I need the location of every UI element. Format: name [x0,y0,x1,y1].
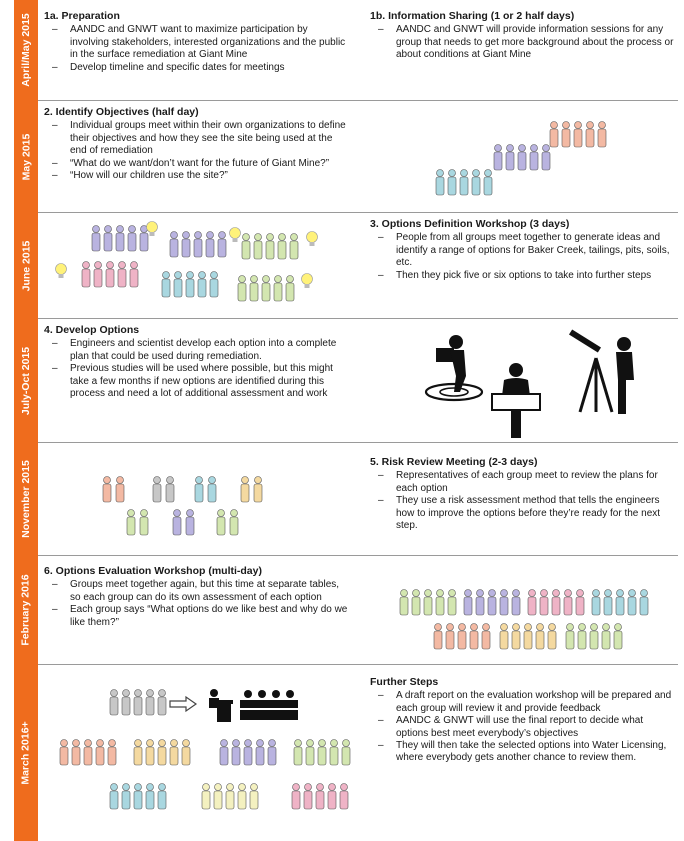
crowd-icon [493,144,551,171]
crowd-icon [109,783,167,810]
timeline-row: March 2016+ [14,665,678,841]
crowd-icon [219,739,277,766]
crowd-icon [172,509,195,536]
period-label: March 2016+ [14,665,38,841]
row-divider [38,442,678,443]
timeline-row: April/May 2015 [14,0,678,100]
period-label: April/May 2015 [14,0,38,100]
step-title: 1b. Information Sharing (1 or 2 half day… [370,10,575,22]
lightbulb-icon [146,221,158,236]
step-bullet: Previous studies will be used where poss… [44,363,349,400]
step-title: 3. Options Definition Workshop (3 days) [370,218,570,230]
crowd-icon [237,275,295,302]
timeline-row: July-Oct 2015 [14,319,678,442]
crowd-icon [499,623,557,650]
crowd-icon [565,623,623,650]
crowd-icon [102,476,125,503]
crowd-icon [463,589,521,616]
step-title: 5. Risk Review Meeting (2-3 days) [370,456,538,468]
arrow-icon [169,695,198,713]
crowd-icon [109,689,167,716]
timeline-row: June 2015 [14,213,678,318]
timeline-row: November 2015 [14,443,678,555]
surveyor-icon [568,329,634,414]
step-5: 5. Risk Review Meeting (2-3 days) Repres… [370,456,675,532]
crowd-icon [435,169,493,196]
step-6: 6. Options Evaluation Workshop (multi-da… [44,565,349,629]
step-bullet: AANDC & GNWT will use the final report t… [370,715,675,740]
row-divider [38,318,678,319]
crowd-icon [201,783,259,810]
row-divider [38,212,678,213]
crowd-icon [291,783,349,810]
crowd-icon [169,231,227,258]
crowd-icon [126,509,149,536]
lightbulb-icon [229,227,241,242]
step-bullet: They will then take the selected options… [370,740,675,765]
engineer-icon [491,363,541,438]
crowd-icon [549,121,607,148]
step-2: 2. Identify Objectives (half day) Indivi… [44,106,349,183]
crowd-icon [133,739,191,766]
period-label: May 2015 [14,101,38,212]
crowd-icon [91,225,149,252]
step-title: 4. Develop Options [44,324,140,336]
step-1a: 1a. Preparation AANDC and GNWT want to m… [44,10,349,74]
crowd-icon [527,589,585,616]
step-title: 2. Identify Objectives (half day) [44,106,199,118]
crowd-icon [152,476,175,503]
crowd-icon [433,623,491,650]
step-bullet: People from all groups meet together to … [370,232,675,269]
timeline-row: February 2016 [14,556,678,664]
crowd-icon [241,233,299,260]
period-label: February 2016 [14,556,38,664]
step-1b: 1b. Information Sharing (1 or 2 half day… [370,10,675,62]
crowd-icon [161,271,219,298]
step-bullet: Engineers and scientist develop each opt… [44,338,349,363]
worker-icon [424,335,484,402]
step-bullet: “How will our children use the site?” [44,170,349,183]
podium-icon [209,689,233,722]
period-label: November 2015 [14,443,38,555]
step-bullet: Representatives of each group meet to re… [370,470,675,495]
step-bullet: Then they pick five or six options to ta… [370,270,675,283]
crowd-icon [216,509,239,536]
lightbulb-icon [301,273,313,288]
crowd-icon [194,476,217,503]
timeline-row: May 2015 [14,101,678,212]
period-label: July-Oct 2015 [14,319,38,442]
crowd-icon [240,476,263,503]
crowd-icon [591,589,649,616]
step-bullet: Groups meet together again, but this tim… [44,579,349,604]
step-title: 6. Options Evaluation Workshop (multi-da… [44,565,262,577]
crowd-icon [399,589,457,616]
step-bullet: Each group says “What options do we like… [44,604,349,629]
step-bullet: AANDC and GNWT will provide information … [370,24,675,61]
audience-icon [240,690,298,720]
lightbulb-icon [55,263,67,278]
period-label: June 2015 [14,213,38,318]
crowd-icon [59,739,117,766]
step-3: 3. Options Definition Workshop (3 days) … [370,218,675,282]
step-bullet: AANDC and GNWT want to maximize particip… [44,24,349,61]
further-steps: Further Steps A draft report on the eval… [370,676,675,765]
lightbulb-icon [306,231,318,246]
row-divider [38,664,678,665]
step-title: Further Steps [370,676,439,688]
step-bullet: A draft report on the evaluation worksho… [370,690,675,715]
step-bullet: They use a risk assessment method that t… [370,495,675,532]
step-bullet: Individual groups meet within their own … [44,120,349,157]
step-title: 1a. Preparation [44,10,120,22]
crowd-icon [81,261,139,288]
crowd-icon [293,739,351,766]
row-divider [38,100,678,101]
step-bullet: “What do we want/don’t want for the futu… [44,158,349,171]
step-4: 4. Develop Options Engineers and scienti… [44,324,349,400]
row-divider [38,555,678,556]
step-bullet: Develop timeline and specific dates for … [44,62,349,75]
